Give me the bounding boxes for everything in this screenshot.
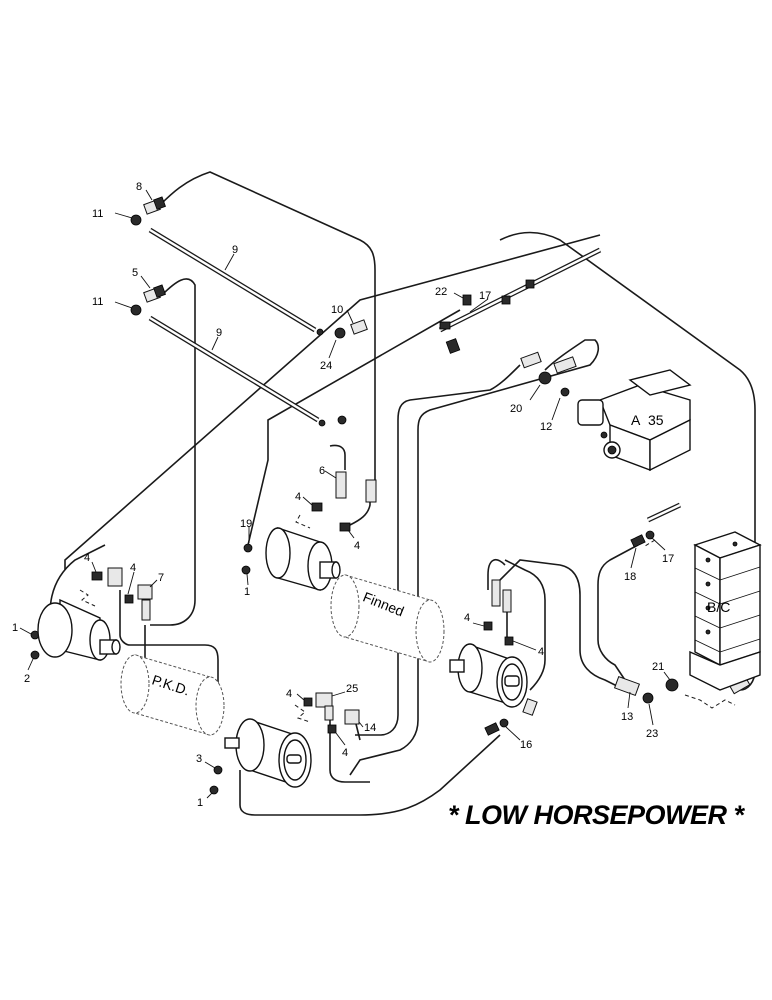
valve-a-35: A 35 (577, 369, 692, 472)
cooler-center-bottom (224, 718, 312, 788)
valve-bc-stack: B/C (689, 531, 762, 691)
callout-11: 11 (92, 208, 103, 220)
callout-16: 16 (520, 739, 532, 751)
callout-17: 17 (662, 553, 674, 565)
callout-4: 4 (84, 552, 90, 564)
callout-10: 10 (331, 304, 343, 316)
valve-a-label: A (631, 412, 641, 428)
callout-13: 13 (621, 711, 633, 723)
callout-20: 20 (510, 403, 522, 415)
callout-8: 8 (136, 181, 142, 193)
cooler-center-top (265, 527, 341, 591)
callouts: 8 11 9 5 11 9 10 24 22 17 20 12 6 4 4 19… (12, 181, 674, 809)
callout-4: 4 (354, 540, 360, 552)
callout-14: 14 (364, 722, 376, 734)
callout-11: 11 (92, 296, 103, 308)
callout-1: 1 (197, 797, 203, 809)
callout-4: 4 (342, 747, 348, 759)
callout-1: 1 (12, 622, 18, 634)
callout-25: 25 (346, 683, 358, 695)
cooler-left (37, 598, 121, 661)
callout-4: 4 (538, 646, 544, 658)
callout-12: 12 (540, 421, 552, 433)
rigid-tube-lower (148, 315, 320, 423)
callout-18: 18 (624, 571, 636, 583)
callout-24: 24 (320, 360, 332, 372)
callout-2: 2 (24, 673, 30, 685)
callout-4: 4 (286, 688, 292, 700)
callout-21: 21 (652, 661, 664, 673)
valve-35-label: 35 (648, 412, 664, 428)
callout-9: 9 (216, 327, 222, 339)
leader-lines (19, 189, 671, 799)
callout-7: 7 (158, 572, 164, 584)
callout-17: 17 (479, 290, 491, 302)
callout-22: 22 (435, 286, 447, 298)
rod-top-right (438, 247, 602, 333)
callout-19: 19 (240, 518, 252, 530)
dashed-connections (79, 514, 736, 723)
cooler-right (449, 643, 528, 708)
callout-3: 3 (196, 753, 202, 765)
callout-4: 4 (130, 562, 136, 574)
rod-17 (646, 502, 682, 523)
valve-bc-label: B/C (707, 599, 730, 615)
fittings (30, 196, 751, 795)
callout-5: 5 (132, 267, 138, 279)
rigid-tube-upper (148, 227, 317, 333)
finned-cylinder: Finned (330, 574, 445, 663)
pkd-cylinder: P.K.D. (120, 654, 225, 736)
low-horsepower-caption: * LOW HORSEPOWER * (448, 800, 744, 830)
callout-1: 1 (244, 586, 250, 598)
callout-4: 4 (464, 612, 470, 624)
callout-9: 9 (232, 244, 238, 256)
callout-23: 23 (646, 728, 658, 740)
callout-4: 4 (295, 491, 301, 503)
callout-6: 6 (319, 465, 325, 477)
